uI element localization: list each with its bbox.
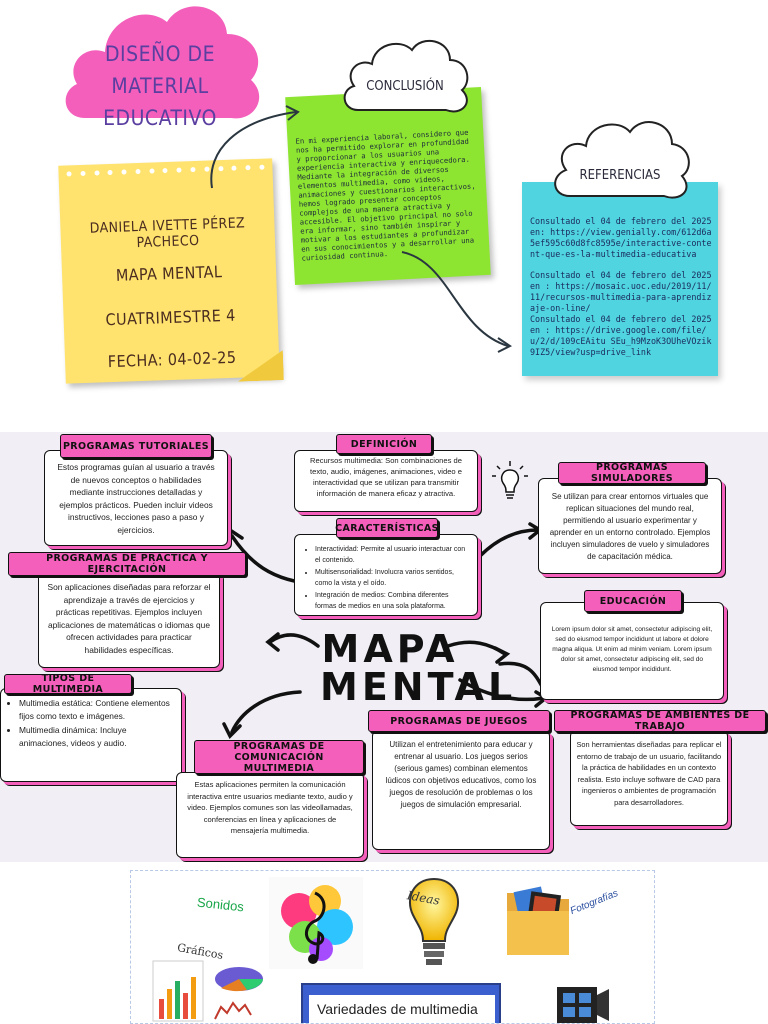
variety-banner-inner: Variedades de multimedia [309,995,495,1023]
juegos-tag: PROGRAMAS DE JUEGOS [368,710,550,732]
simuladores-card: Se utilizan para crear entornos virtuale… [538,478,722,574]
juegos-card: Utilizan el entretenimiento para educar … [372,730,550,850]
comunicacion-tag: PROGRAMAS DE COMUNICACIÓN MULTIMEDIA [194,740,364,774]
reference-item-3: Consultado el 04 de febrero del 2025 en … [530,314,712,357]
educacion-body: Lorem ipsum dolor sit amet, consectetur … [551,626,713,673]
caracteristicas-item: Integración de medios: Combina diferente… [315,591,471,612]
film-reel-image [557,987,609,1023]
mind-map-section: MAPA MENTAL DEFINICIÓN Recursos multimed… [0,432,768,862]
variety-banner-text: Variedades de multimedia [317,1001,478,1017]
mind-map-center-title: MAPA MENTAL [320,627,517,709]
caracteristicas-item: Multisensorialidad: Involucra varios sen… [315,568,471,589]
caracteristicas-item: Interactividad: Permite al usuario inter… [315,545,471,566]
ambientes-tag: PROGRAMAS DE AMBIENTES DE TRABAJO [554,710,766,732]
page-title: DISEÑO DE MATERIAL EDUCATIVO [60,38,260,134]
reference-item-2: Consultado el 04 de febrero del 2025 en … [530,270,712,313]
ambientes-card: Son herramientas diseñadas para replicar… [570,730,728,826]
page-title-line1: DISEÑO DE MATERIAL [104,42,216,98]
comunicacion-body: Estas aplicaciones permiten la comunicac… [187,780,353,835]
reference-item-1: Consultado el 04 de febrero del 2025 en:… [530,216,712,259]
educacion-tag: EDUCACIÓN [584,590,682,612]
tipos-item: Multimedia dinámica: Incluye animaciones… [19,724,177,749]
educacion-card: Lorem ipsum dolor sit amet, consectetur … [540,602,724,700]
caracteristicas-list: Interactividad: Permite al usuario inter… [301,545,471,612]
caracteristicas-tag: CARACTERÍSTICAS [335,518,439,538]
tutoriales-card: Estos programas guían al usuario a travé… [44,450,228,546]
comunicacion-card: Estas aplicaciones permiten la comunicac… [176,772,364,858]
practica-body: Son aplicaciones diseñadas para reforzar… [47,582,211,655]
multimedia-collage: Sonidos Ideas Fotografías Gráfico [130,870,655,1024]
simuladores-tag: PROGRAMAS SIMULADORES [558,462,706,484]
ideas-bulb-image [408,877,460,965]
practica-card: Son aplicaciones diseñadas para reforzar… [38,570,220,668]
variety-banner: Variedades de multimedia [301,983,501,1023]
cover-section: DISEÑO DE MATERIAL EDUCATIVO DANIELA IVE… [0,0,768,420]
conclusion-title: CONCLUSIÓN [366,79,444,94]
ambientes-body: Son herramientas diseñadas para replicar… [576,740,722,807]
tutoriales-body: Estos programas guían al usuario a travé… [57,462,215,535]
juegos-body: Utilizan el entretenimiento para educar … [385,740,537,809]
photo-folder-image [507,886,569,955]
lightbulb-icon [492,461,528,499]
conclusion-cloud-shape [343,40,469,113]
tipos-item: Multimedia estática: Contiene elementos … [19,697,177,722]
caracteristicas-card: Interactividad: Permite al usuario inter… [294,534,478,616]
fotografias-label: Fotografías [568,887,620,918]
center-title-line1: MAPA [321,627,459,671]
tipos-tag: TIPOS DE MULTIMEDIA [4,673,132,695]
references-note: Consultado el 04 de febrero del 2025 en:… [522,182,718,376]
simuladores-body: Se utilizan para crear entornos virtuale… [549,492,711,561]
sonidos-label: Sonidos [196,894,245,915]
tipos-list: Multimedia estática: Contiene elementos … [5,697,177,749]
definicion-body: Recursos multimedia: Son combinaciones d… [310,456,462,498]
references-title: REFERENCIAS [579,168,661,183]
center-title-line2: MENTAL [320,665,517,709]
music-note-image [269,877,363,969]
connector-arrows [210,105,512,353]
charts-thumbnail-image [152,960,263,1022]
definicion-card: Recursos multimedia: Son combinaciones d… [294,450,478,512]
tipos-card: Multimedia estática: Contiene elementos … [0,688,182,782]
pink-cloud-shape [65,6,260,119]
page-title-line2: EDUCATIVO [103,106,217,130]
definicion-tag: DEFINICIÓN [336,434,432,454]
references-cloud-shape [554,121,690,199]
tutoriales-tag: PROGRAMAS TUTORIALES [60,434,212,458]
practica-tag: PROGRAMAS DE PRÁCTICA Y EJERCITACIÓN [8,552,246,576]
